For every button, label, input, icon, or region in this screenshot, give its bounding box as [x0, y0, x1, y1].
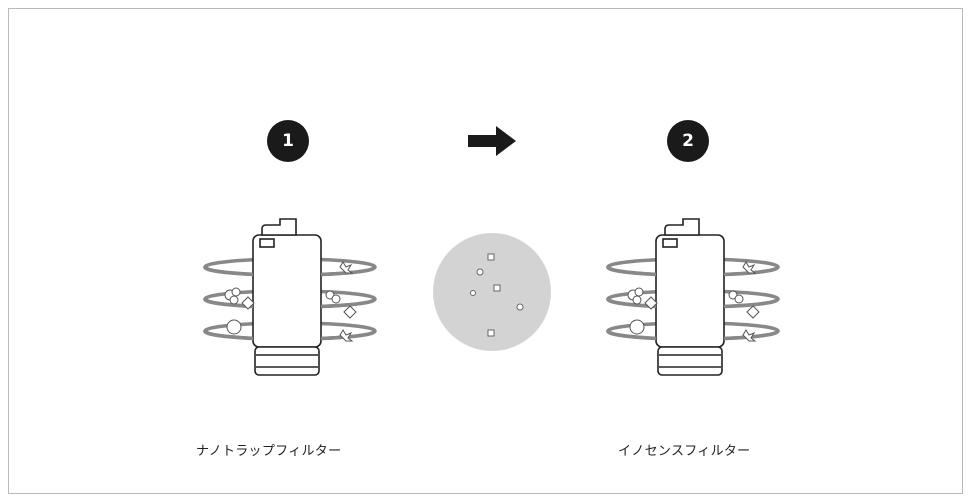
filtered-water-circle-icon — [433, 233, 551, 351]
step-2-badge: 2 — [667, 120, 709, 162]
step-1-caption: ナノトラップフィルター — [196, 444, 342, 459]
step-2-caption: イノセンスフィルター — [618, 444, 751, 459]
filter-cartridge-1-icon — [203, 218, 377, 376]
right-arrow-icon — [468, 126, 516, 156]
filter-cartridge-2-icon — [606, 218, 780, 376]
step-1-badge: 1 — [267, 120, 309, 162]
